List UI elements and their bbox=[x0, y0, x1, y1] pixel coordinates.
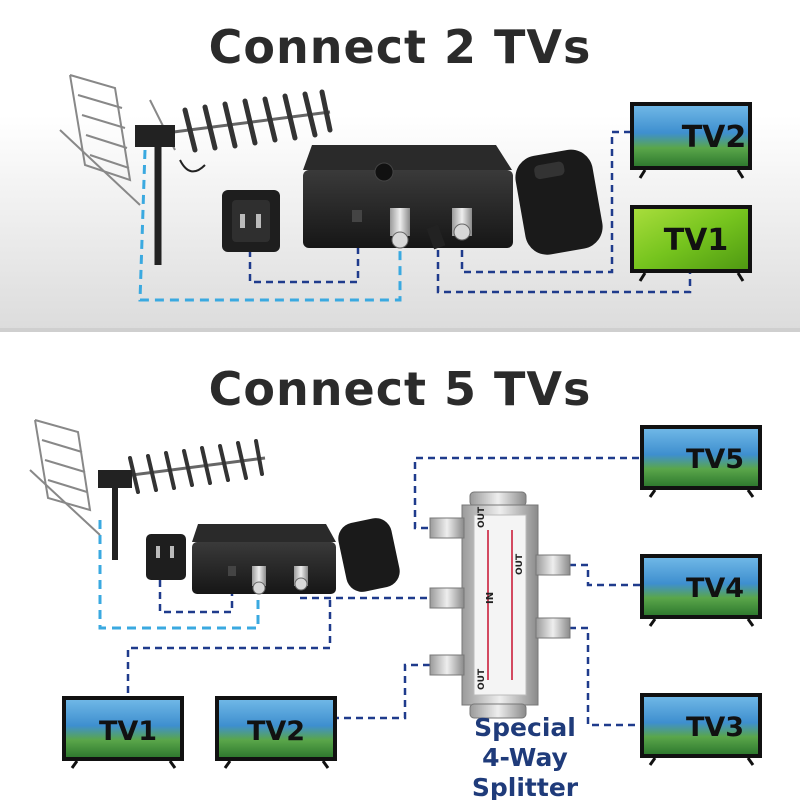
panel-divider bbox=[0, 328, 800, 332]
antenna-bottom bbox=[29, 419, 266, 560]
tv2-label-top: TV2 bbox=[682, 120, 747, 155]
tv5-label: TV5 bbox=[686, 444, 744, 475]
power-cable-top bbox=[248, 222, 360, 284]
title-connect-2-tvs: Connect 2 TVs bbox=[208, 20, 592, 74]
splitter-port-out-top bbox=[429, 517, 465, 539]
splitter-caption: Special 4-Way Splitter bbox=[425, 713, 625, 800]
splitter-port-out-right-2 bbox=[535, 617, 571, 639]
tv1-label-bottom: TV1 bbox=[99, 716, 157, 747]
amplifier-box-bottom bbox=[192, 524, 336, 595]
power-adapter-bottom bbox=[146, 534, 186, 580]
remote-top bbox=[515, 149, 603, 255]
antenna-cable-top bbox=[138, 149, 402, 302]
splitter-caption-line1: Special bbox=[474, 713, 576, 742]
tv-top-tv1: TV1 bbox=[630, 205, 752, 282]
tv-cable-top bbox=[436, 130, 692, 294]
splitter-out-label-1: OUT bbox=[477, 506, 487, 528]
power-adapter-top bbox=[222, 190, 280, 252]
remote-bottom bbox=[338, 518, 400, 592]
tv-bottom-tv5: TV5 bbox=[640, 425, 762, 498]
splitter-out-label-2: OUT bbox=[515, 553, 525, 575]
splitter-in-label: IN bbox=[485, 592, 496, 604]
splitter-cables bbox=[126, 456, 640, 727]
splitter-caption-line2: 4-Way Splitter bbox=[471, 743, 579, 800]
amplifier-box-top bbox=[303, 145, 513, 250]
tv-top-tv2: TV2 bbox=[630, 102, 752, 179]
tv-bottom-tv3: TV3 bbox=[640, 693, 762, 766]
tv1-label-top: TV1 bbox=[664, 223, 729, 258]
tv3-label: TV3 bbox=[686, 712, 744, 743]
tv4-label: TV4 bbox=[686, 573, 744, 604]
tv-bottom-tv2: TV2 bbox=[215, 696, 337, 769]
antenna-cable-bottom bbox=[98, 520, 260, 630]
tv-bottom-tv1: TV1 bbox=[62, 696, 184, 769]
title-connect-5-tvs: Connect 5 TVs bbox=[208, 362, 592, 416]
tv-bottom-tv4: TV4 bbox=[640, 554, 762, 627]
splitter-out-label-3: OUT bbox=[477, 668, 487, 690]
splitter-port-out-right-1 bbox=[535, 554, 571, 576]
splitter-port-in bbox=[429, 587, 465, 609]
tv2-label-bottom: TV2 bbox=[247, 716, 305, 747]
splitter-port-out-bottom bbox=[429, 654, 465, 676]
splitter-4-way: IN OUT OUT OUT bbox=[429, 491, 571, 719]
antenna-top bbox=[59, 74, 333, 265]
